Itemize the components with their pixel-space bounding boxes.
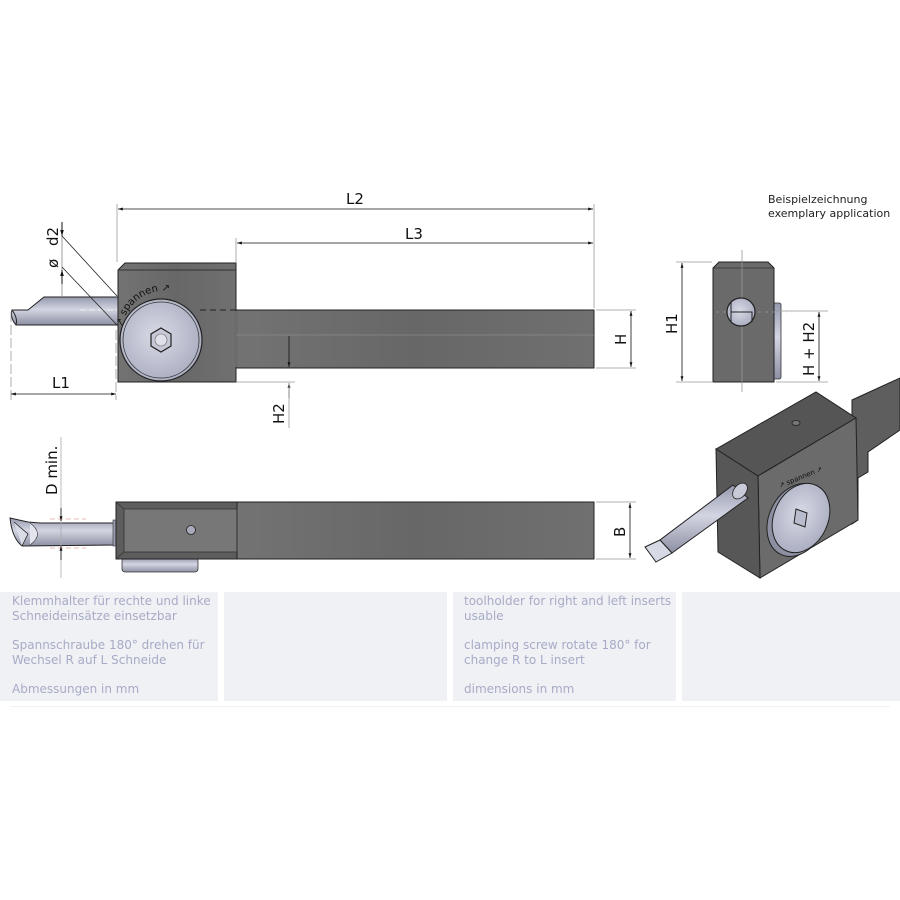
label-H: H bbox=[612, 334, 630, 345]
label-L3: L3 bbox=[405, 225, 423, 243]
dim-D-min: D min. bbox=[43, 437, 86, 578]
front-view: H1 H + H2 bbox=[663, 250, 828, 392]
label-L2: L2 bbox=[346, 190, 364, 208]
clamping-screw-side: ↗ spannen ↗ bbox=[114, 283, 203, 382]
dim-d2: d2 ø bbox=[44, 222, 118, 326]
isometric-view: ↗ spannen ↗ bbox=[644, 377, 900, 579]
label-L1: L1 bbox=[52, 374, 70, 392]
footer-divider bbox=[10, 706, 890, 707]
label-phi: ø bbox=[44, 259, 62, 268]
shank-top bbox=[236, 501, 595, 560]
label-D-min: D min. bbox=[43, 446, 61, 495]
info-panel-de: Klemmhalter für rechte und linke Schneid… bbox=[0, 592, 218, 701]
dim-B: B bbox=[596, 501, 636, 560]
dim-H1: H1 bbox=[663, 261, 712, 383]
label-d2: d2 bbox=[44, 227, 62, 246]
bar-section-front bbox=[726, 297, 756, 327]
top-view: D min. B bbox=[9, 437, 636, 578]
dim-H: H bbox=[596, 309, 636, 369]
dim-L2: L2 bbox=[116, 190, 595, 308]
holder-head-top bbox=[115, 501, 238, 560]
boring-bar-iso bbox=[644, 482, 749, 563]
info-de-2: Spannschraube 180° drehen für Wechsel R … bbox=[12, 638, 205, 667]
note-en: exemplary application bbox=[768, 207, 891, 220]
screw-head-top bbox=[121, 557, 199, 573]
info-en-1: toolholder for right and left inserts us… bbox=[464, 594, 672, 623]
label-H2: H2 bbox=[270, 403, 288, 424]
note-de: Beispielzeichnung bbox=[768, 193, 868, 206]
label-H1: H1 bbox=[663, 313, 681, 334]
dim-L3: L3 bbox=[235, 225, 593, 262]
boring-bar-top bbox=[9, 517, 119, 547]
info-en-2: clamping screw rotate 180° for change R … bbox=[464, 638, 651, 667]
shank-side bbox=[235, 309, 595, 369]
info-panel-blank-1 bbox=[224, 592, 447, 701]
info-panel-blank-2 bbox=[682, 592, 900, 701]
dim-H2: H2 bbox=[236, 336, 295, 428]
info-en-3: dimensions in mm bbox=[464, 682, 575, 696]
label-H-plus-H2: H + H2 bbox=[800, 322, 818, 376]
info-de-3: Abmessungen in mm bbox=[12, 682, 140, 696]
example-note: Beispielzeichnung exemplary application bbox=[768, 193, 890, 221]
info-de-1: Klemmhalter für rechte und linke Schneid… bbox=[12, 594, 211, 623]
side-view: ↗ spannen ↗ d2 ø L1 L2 bbox=[10, 190, 636, 428]
label-B: B bbox=[611, 527, 629, 537]
info-panel-en: toolholder for right and left inserts us… bbox=[453, 592, 676, 701]
boring-bar-side bbox=[11, 296, 119, 326]
dim-H-plus-H2: H + H2 bbox=[776, 310, 828, 383]
dim-L1: L1 bbox=[10, 312, 117, 400]
